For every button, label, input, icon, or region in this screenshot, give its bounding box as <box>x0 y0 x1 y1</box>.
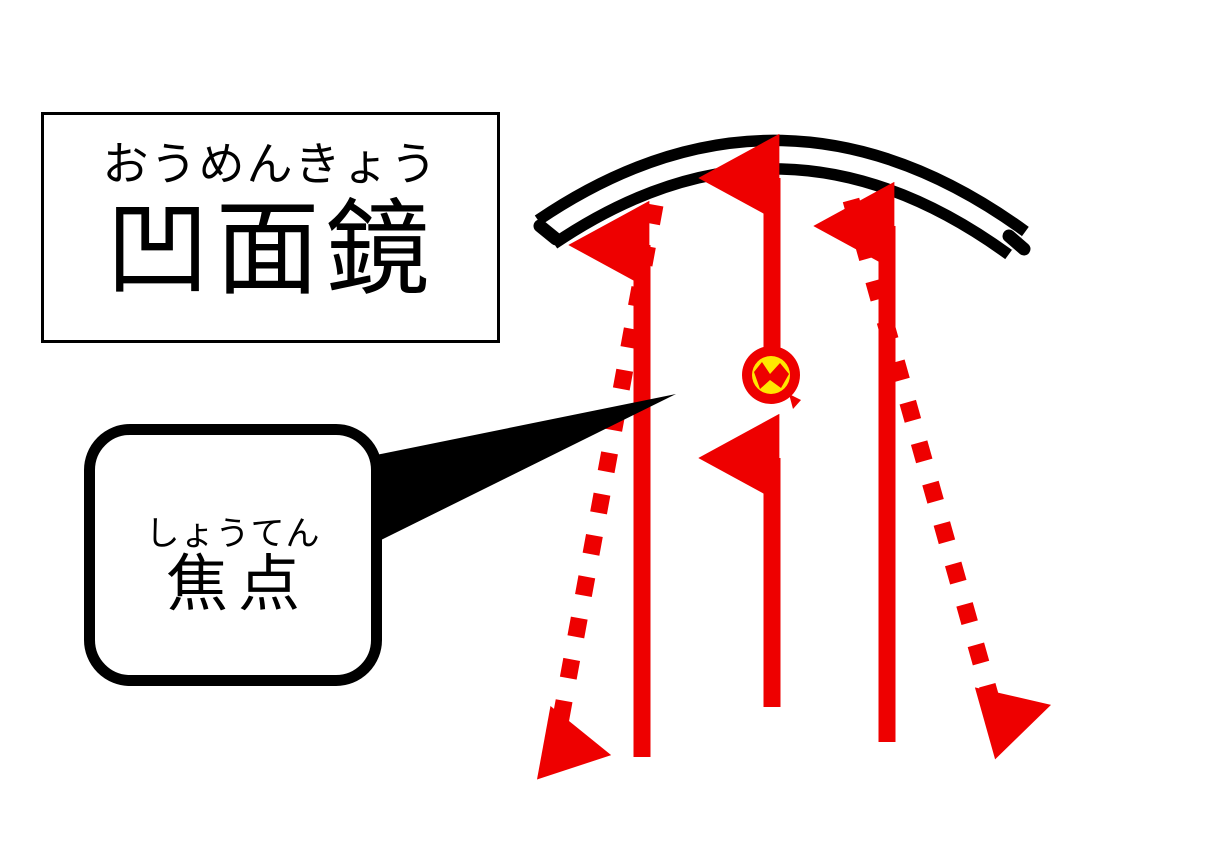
callout-pointer <box>376 394 676 540</box>
reflected-ray-right-down <box>842 197 1052 760</box>
title-box: おうめんきょう 凹面鏡 <box>41 112 500 343</box>
title-furigana: おうめんきょう <box>102 137 439 191</box>
callout-box: しょうてん 焦点 <box>84 424 382 686</box>
concave-mirror <box>533 134 1031 260</box>
callout-furigana: しょうてん <box>145 514 321 554</box>
focal-point-marker <box>742 346 801 409</box>
incoming-rays <box>568 133 896 757</box>
callout-label: 焦点 <box>165 547 310 620</box>
title-label: 凹面鏡 <box>105 188 436 310</box>
